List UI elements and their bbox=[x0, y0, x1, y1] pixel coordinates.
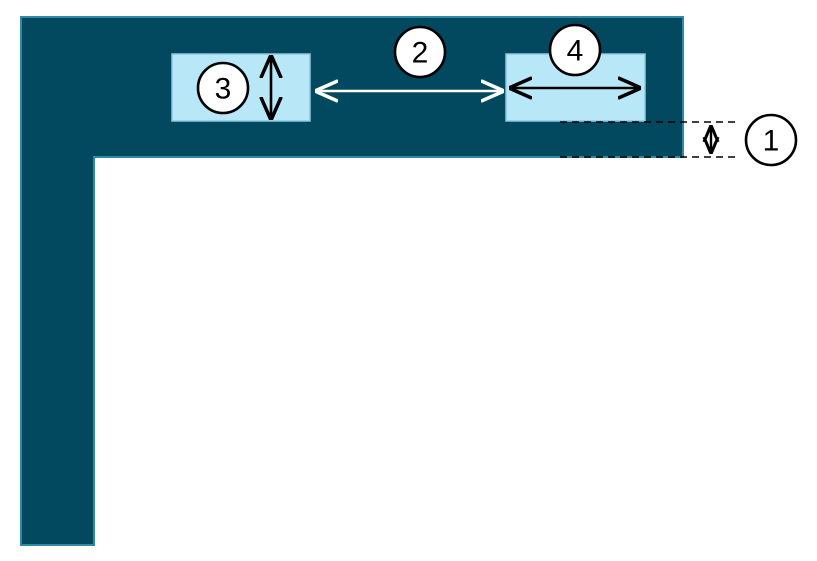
callout-circle-4 bbox=[548, 23, 602, 77]
l-shaped-wall bbox=[20, 16, 684, 546]
callout-circle-2 bbox=[393, 25, 447, 79]
callout-circle-3 bbox=[196, 61, 250, 115]
callout-label-1: 1 bbox=[763, 125, 780, 158]
callout-circle-1 bbox=[744, 113, 798, 167]
callout-4[interactable]: 4 bbox=[548, 23, 602, 77]
callout-2[interactable]: 2 bbox=[393, 25, 447, 79]
callout-3[interactable]: 3 bbox=[196, 61, 250, 115]
callout-1[interactable]: 1 bbox=[744, 113, 798, 167]
callout-label-2: 2 bbox=[412, 37, 429, 70]
callout-label-3: 3 bbox=[215, 73, 232, 106]
callout-label-4: 4 bbox=[567, 35, 584, 68]
